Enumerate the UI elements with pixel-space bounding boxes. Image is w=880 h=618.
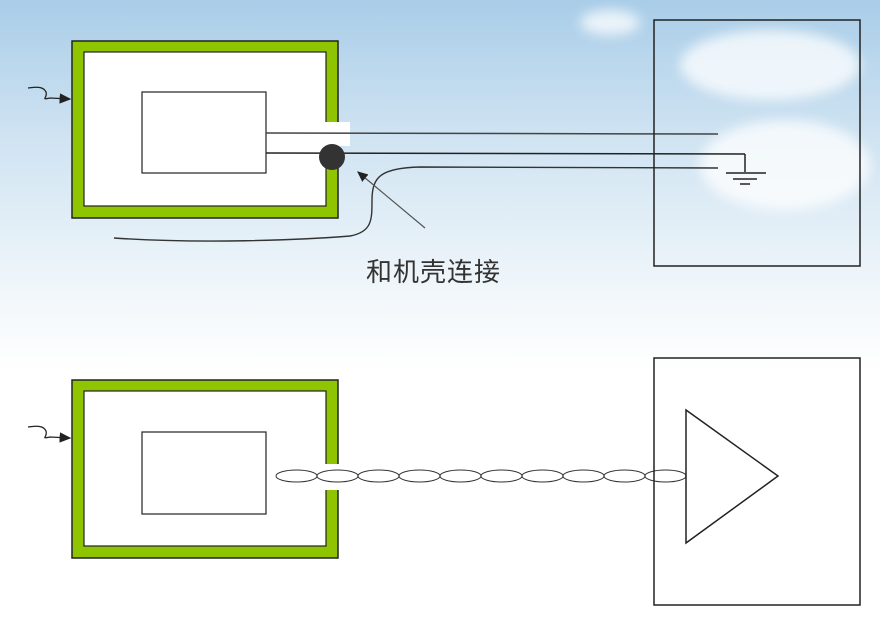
twist-segment [398, 469, 441, 483]
noise-arrow-top [27, 86, 72, 104]
top-circuit-box [141, 91, 267, 174]
twist-segment [644, 469, 687, 483]
twist-segment [357, 469, 400, 483]
twist-segment [521, 469, 564, 483]
cloud [700, 120, 870, 210]
cloud [580, 10, 640, 35]
twisted-pair-cable [275, 469, 687, 483]
bottom-circuit-box [141, 431, 267, 515]
noise-arrow-bottom [27, 425, 72, 443]
cloud [680, 30, 860, 100]
annotation-arrow [357, 171, 426, 229]
signal-wire-2 [265, 152, 746, 155]
ground-icon [726, 172, 766, 185]
shield-drain-wire [113, 166, 719, 242]
top-receiver-box [653, 19, 861, 267]
twist-segment [562, 469, 605, 483]
twist-segment [603, 469, 646, 483]
shell-connection-dot [319, 144, 345, 170]
annotation-label: 和机壳连接 [366, 258, 502, 288]
amplifier-icon [685, 408, 780, 545]
bottom-receiver-box [653, 357, 861, 606]
signal-wire-1 [265, 132, 719, 135]
twist-segment [480, 469, 523, 483]
twist-segment [439, 469, 482, 483]
